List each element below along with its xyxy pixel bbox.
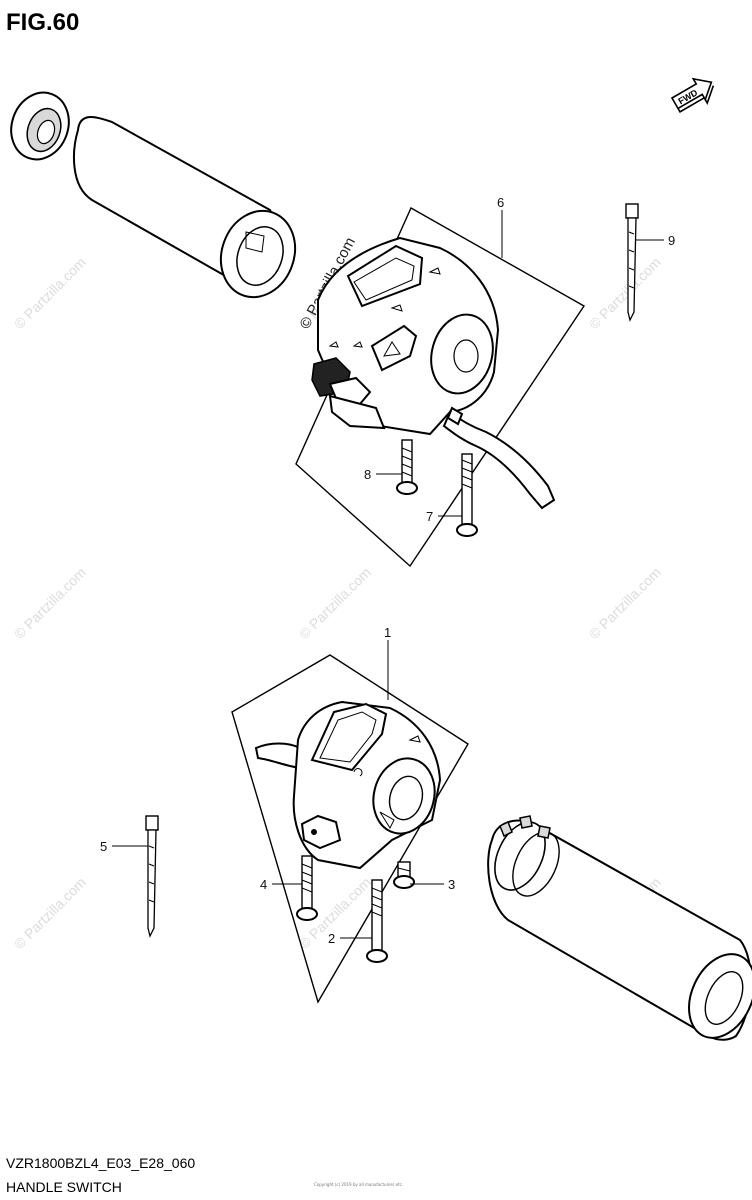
left-handle-switch (311, 236, 556, 510)
callout-5: 5 (100, 839, 107, 854)
callout-9: 9 (668, 233, 675, 248)
watermark: © Partzilla.com (586, 564, 664, 642)
screw-3 (393, 861, 415, 889)
cable-tie-9 (625, 203, 639, 322)
figure-title: FIG.60 (6, 9, 79, 36)
callout-3: 3 (448, 877, 455, 892)
callout-labels: 1 2 3 4 5 6 7 8 9 (100, 195, 675, 946)
screw-2 (366, 879, 388, 963)
callout-4: 4 (260, 877, 267, 892)
callout-2: 2 (328, 931, 335, 946)
right-handle-switch (254, 700, 442, 870)
callout-7: 7 (426, 509, 433, 524)
callout-1: 1 (384, 625, 391, 640)
assembly-outline-bottom (231, 654, 469, 1004)
screw-7 (456, 453, 478, 537)
center-note: Copyright (c) 2019 by all manufacturers … (314, 1182, 403, 1187)
watermark: © Partzilla.com (11, 564, 89, 642)
model-code: VZR1800BZL4_E03_E28_060 (6, 1155, 195, 1171)
leader-lines (112, 210, 664, 939)
fwd-arrow-icon: FWD (670, 77, 715, 113)
watermark: © Partzilla.com (11, 874, 89, 952)
watermark: © Partzilla.com (586, 254, 664, 332)
watermark: © Partzilla.com (11, 254, 89, 332)
watermark: © Partzilla.com (296, 564, 374, 642)
figure-caption: HANDLE SWITCH (6, 1179, 122, 1195)
screw-8 (396, 439, 418, 495)
callout-6: 6 (497, 195, 504, 210)
screw-4 (296, 855, 318, 921)
left-grip (10, 91, 297, 299)
throttle-grip (487, 815, 752, 1041)
callout-8: 8 (364, 467, 371, 482)
cable-tie-5 (145, 815, 159, 938)
